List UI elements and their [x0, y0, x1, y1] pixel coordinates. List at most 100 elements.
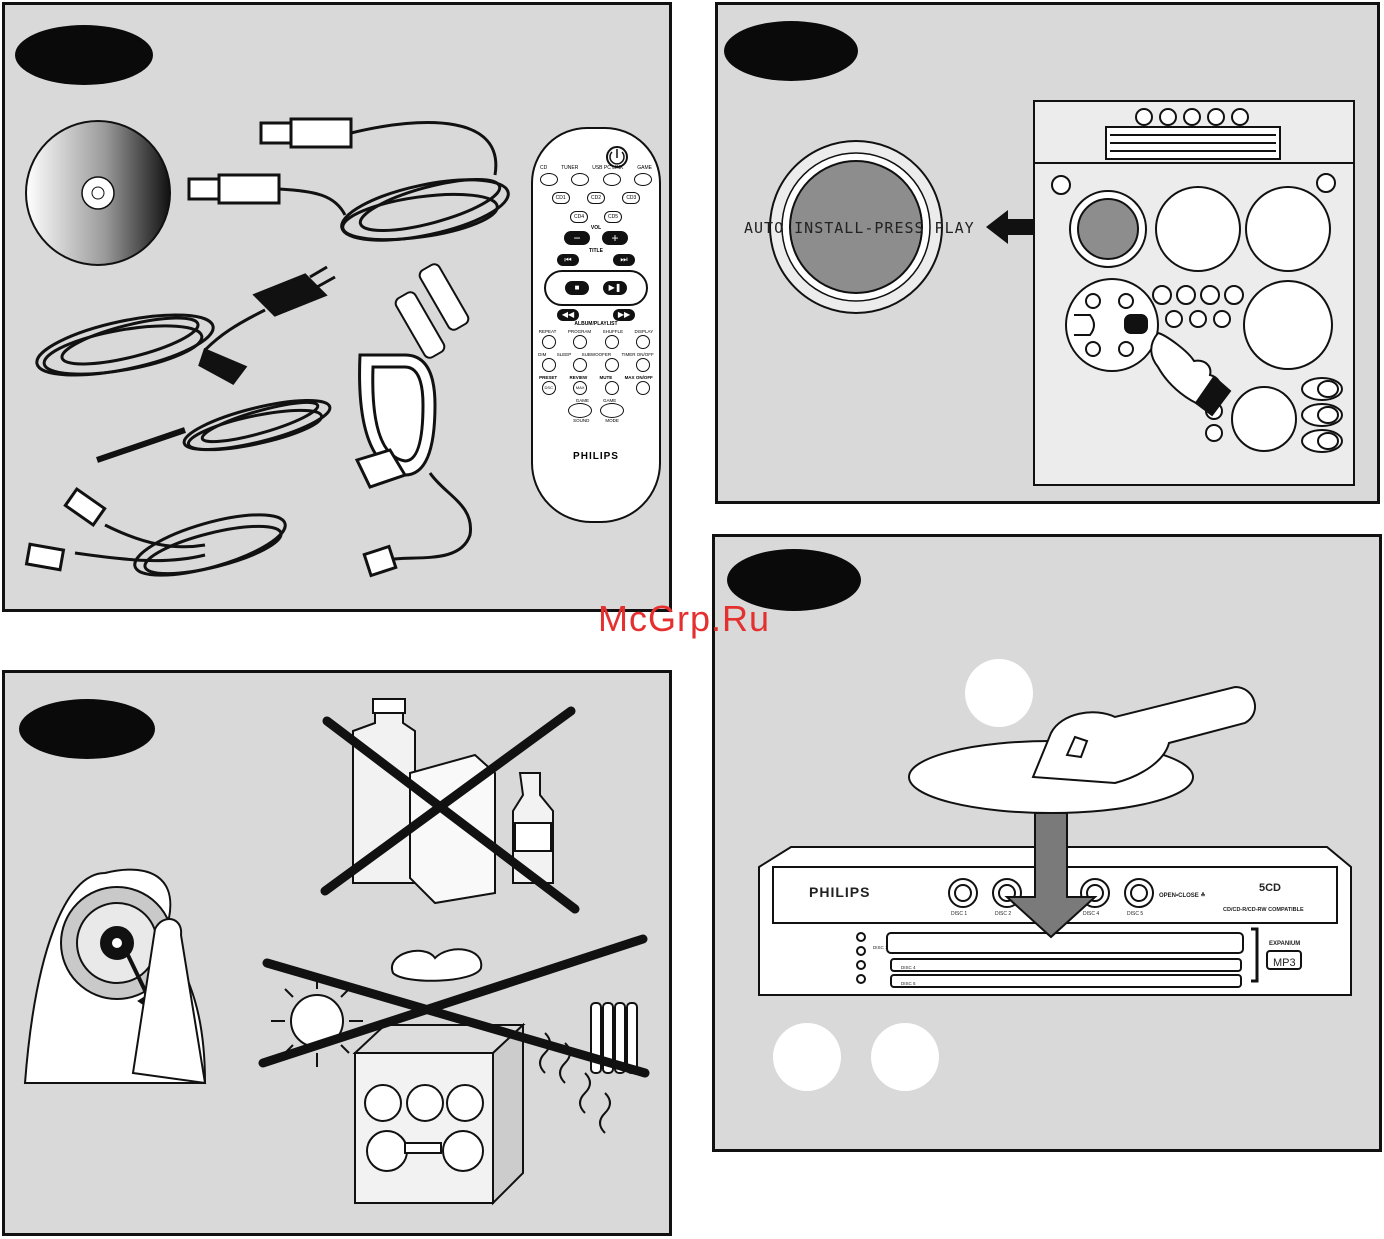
tuner-button[interactable]: [571, 173, 590, 186]
cd3-button[interactable]: CD3: [622, 192, 641, 204]
vol-down-button[interactable]: −: [564, 231, 590, 245]
rewind-button[interactable]: ◀◀: [557, 309, 579, 321]
auto-install-display-text: AUTO INSTALL-PRESS PLAY: [744, 219, 975, 237]
label-review: REVIEW: [569, 375, 588, 380]
step-marker: [727, 549, 861, 611]
changer-brand-logo: PHILIPS: [809, 884, 870, 900]
max-button[interactable]: MAX: [573, 381, 588, 395]
cd-button[interactable]: [539, 173, 558, 186]
dim-button[interactable]: [541, 358, 556, 372]
audio-cable: [24, 486, 287, 577]
hand-holding-disc: [1031, 685, 1256, 785]
disc1-label: DISC 1: [951, 911, 967, 917]
disc-loading-panel: PHILIPS DISC 1 DISC 2 DISC 4 DISC 5 OPEN…: [712, 534, 1382, 1152]
label-sound: SOUND: [573, 418, 590, 423]
forward-button[interactable]: ▶▶: [613, 309, 635, 321]
radiator-icon: [590, 1002, 638, 1074]
tray1-label: DISC 1: [873, 945, 888, 950]
auto-install-panel: AUTO INSTALL-PRESS PLAY: [715, 2, 1380, 504]
step-circle-c: [871, 1023, 939, 1091]
next-button[interactable]: ⏭: [613, 254, 635, 266]
pointing-hand-icon: [1150, 331, 1232, 417]
step-circle-a: [965, 659, 1033, 727]
repeat-button[interactable]: [541, 335, 556, 349]
mini-system-front: [1033, 100, 1355, 486]
mp3-logo: MP3: [1273, 957, 1296, 969]
heat-sources: [271, 948, 638, 1206]
dsc-button[interactable]: DSC: [541, 381, 556, 395]
subwoofer-button[interactable]: [604, 358, 619, 372]
label-game-sound: GAME: [575, 398, 589, 403]
label-cd: CD: [539, 165, 548, 171]
auto-install-illustration: AUTO INSTALL-PRESS PLAY: [744, 100, 1355, 486]
cd5-button[interactable]: CD5: [604, 211, 623, 223]
label-timer: TIMER ON/OFF: [621, 352, 654, 357]
step-circle-b: [773, 1023, 841, 1091]
cross-out-icon: [320, 706, 580, 914]
disc2-label: DISC 2: [995, 911, 1011, 917]
label-usb: USB PC LINK: [592, 165, 624, 171]
label-shuffle: SHUFFLE: [602, 329, 624, 334]
game-mode-button[interactable]: [600, 403, 624, 418]
mini-system-unit: [354, 1052, 494, 1204]
batteries: [394, 263, 470, 359]
remote-grid: CD TUNER USB PC LINK GAME CD1 CD2 CD3 CD…: [533, 165, 659, 462]
hand-cleaning-disc: [23, 868, 207, 1085]
step-marker: [724, 21, 858, 81]
cd1-button[interactable]: CD1: [551, 192, 570, 204]
disc-care-panel: [2, 670, 672, 1236]
label-mode: MODE: [605, 418, 619, 423]
label-game-mode: GAME: [603, 398, 617, 403]
usb-cable: [187, 117, 510, 242]
tray5-label: DISC 5: [901, 981, 916, 986]
disc5-label: DISC 5: [1127, 911, 1143, 917]
speaker-wire: [96, 398, 332, 463]
display-zoom-inner: [789, 160, 923, 294]
usb-button[interactable]: [602, 173, 621, 186]
compatibility-label: CD/CD-R/CD-RW COMPATIBLE: [1223, 907, 1304, 913]
steam-cloud-icon: [391, 948, 483, 982]
step-marker: [15, 25, 153, 85]
cross-out-icon: [258, 934, 650, 1078]
shuffle-button[interactable]: [604, 335, 619, 349]
tray4-label: DISC 4: [901, 965, 916, 970]
prev-button[interactable]: ⏮: [557, 254, 579, 266]
title-label: TITLE: [589, 248, 603, 254]
label-game: GAME: [637, 165, 652, 171]
open-close-label: OPEN•CLOSE ≙: [1159, 892, 1205, 899]
stop-button[interactable]: ■: [565, 281, 589, 295]
sleep-button[interactable]: [573, 358, 588, 372]
remote-buttons: [606, 146, 628, 168]
am-loop-antenna: [354, 353, 472, 578]
transport-ring: ■ ▶❚: [544, 270, 648, 306]
label-sleep: SLEEP: [556, 352, 572, 357]
five-cd-badge: 5CD: [1259, 882, 1281, 894]
expanium-logo: EXPANIUM: [1269, 941, 1300, 947]
label-mute: MUTE: [599, 375, 613, 380]
label-preset: PRESET: [539, 375, 558, 380]
label-subwoofer: SUBWOOFER: [581, 352, 612, 357]
arrow-down-icon: [1004, 812, 1098, 939]
remote-brand-logo: PHILIPS: [573, 451, 619, 462]
vol-label: VOL: [590, 225, 602, 231]
power-cord: [35, 265, 336, 385]
play-pause-button[interactable]: ▶❚: [603, 281, 627, 295]
step-marker: [19, 699, 155, 759]
cd2-button[interactable]: CD2: [586, 192, 605, 204]
vol-up-button[interactable]: +: [602, 231, 628, 245]
play-button-highlight: [1124, 314, 1148, 334]
display-button[interactable]: [636, 335, 651, 349]
program-button[interactable]: [573, 335, 588, 349]
label-max: MAX ON/OFF: [624, 375, 653, 380]
cd4-button[interactable]: CD4: [569, 211, 588, 223]
game-sound-button[interactable]: [568, 403, 592, 418]
mute-button[interactable]: [604, 381, 619, 395]
timer-button[interactable]: [636, 358, 651, 372]
label-dim: DIM: [538, 352, 547, 357]
disc-care-illustration: [23, 698, 650, 1206]
label-display: DISPLAY: [634, 329, 654, 334]
album-label: ALBUM/PLAYLIST: [574, 321, 618, 327]
accessories-panel: CD TUNER USB PC LINK GAME CD1 CD2 CD3 CD…: [2, 2, 672, 612]
max-onoff-button[interactable]: [636, 381, 651, 395]
game-button[interactable]: [634, 173, 653, 186]
